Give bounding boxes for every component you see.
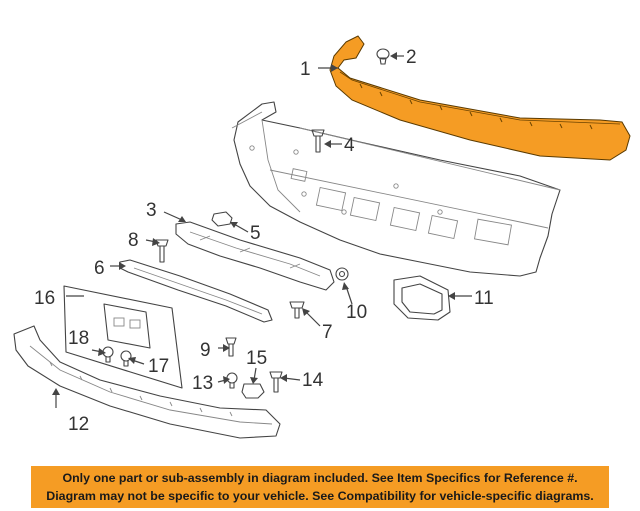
part-6-trim-strip <box>119 259 273 323</box>
callout-3: 3 <box>146 200 157 221</box>
callout-7: 7 <box>322 322 333 343</box>
part-12-air-deflector <box>13 325 281 439</box>
callout-10: 10 <box>346 302 367 323</box>
part-7-bolt <box>289 301 305 319</box>
callout-18: 18 <box>68 328 89 349</box>
disclaimer-line-1: Only one part or sub-assembly in diagram… <box>62 471 578 485</box>
callout-numbers: 1 2 3 4 5 6 7 8 9 10 11 12 13 14 15 16 1… <box>34 47 494 435</box>
leader-lines <box>52 52 472 408</box>
part-13-clip <box>226 372 238 389</box>
callout-5: 5 <box>250 223 261 244</box>
callout-11: 11 <box>474 288 494 309</box>
callout-12: 12 <box>68 414 89 435</box>
part-11-fog-lamp-bezel <box>393 275 451 321</box>
part-18-screw <box>102 346 114 363</box>
part-5-clip <box>211 211 233 227</box>
callout-8: 8 <box>128 230 139 251</box>
callout-14: 14 <box>302 370 324 391</box>
callout-9: 9 <box>200 340 211 361</box>
disclaimer-banner: Only one part or sub-assembly in diagram… <box>31 466 609 508</box>
part-9-bolt <box>225 337 237 357</box>
callout-13: 13 <box>192 373 213 394</box>
callout-2: 2 <box>406 47 417 68</box>
part-17-screw <box>120 350 132 367</box>
part-2-push-pin <box>376 48 390 65</box>
part-16-license-bracket <box>63 285 183 389</box>
part-1-upper-cover-highlighted <box>329 35 631 161</box>
bumper-face-bar <box>231 101 561 277</box>
part-3-bracket <box>175 221 335 291</box>
callout-15: 15 <box>246 348 267 369</box>
part-10-nut <box>335 267 349 281</box>
callout-16: 16 <box>34 288 55 309</box>
part-4-bolt <box>311 129 325 153</box>
callout-1: 1 <box>300 59 311 80</box>
callout-17: 17 <box>148 356 169 377</box>
disclaimer-line-2: Diagram may not be specific to your vehi… <box>46 489 594 503</box>
callout-6: 6 <box>94 258 105 279</box>
callout-4: 4 <box>344 135 355 156</box>
part-14-bolt <box>269 371 283 393</box>
part-15-clip-nut <box>241 383 265 399</box>
